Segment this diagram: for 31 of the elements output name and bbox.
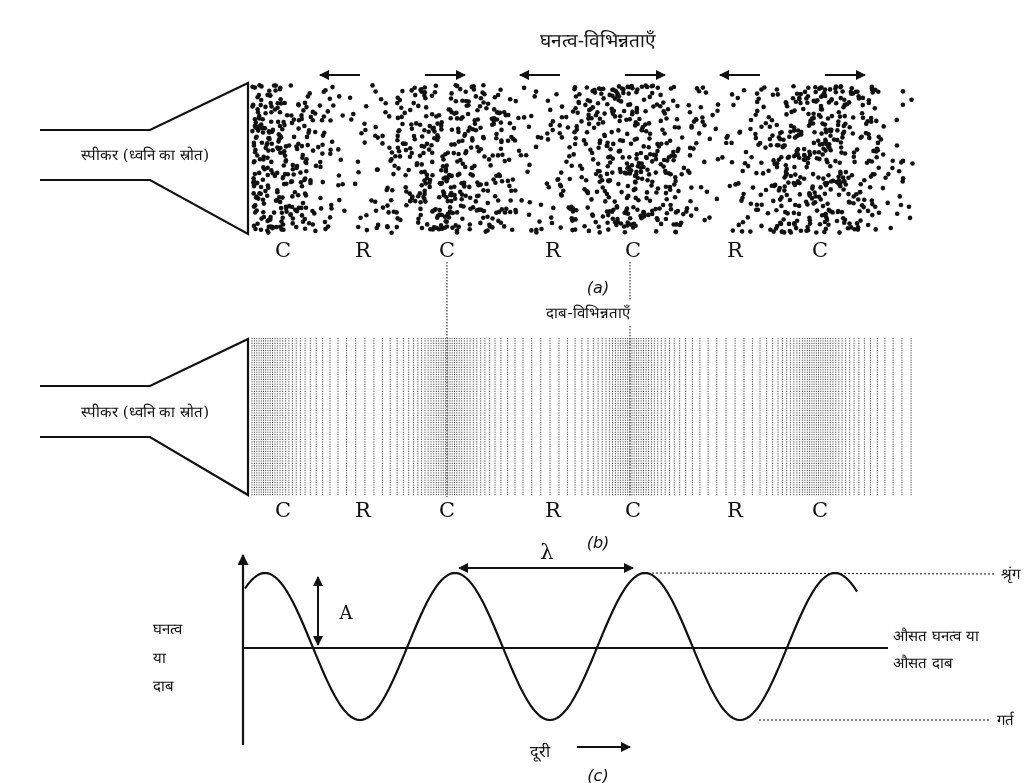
heading: घनत्व-विभिन्नताएँ [539, 28, 657, 52]
heading: दाब-विभिन्नताएँ [546, 304, 630, 322]
speaker-label: स्पीकर (ध्वनि का स्रोत) [80, 145, 210, 166]
region-letter: C [624, 238, 642, 264]
region-letter: R [727, 238, 743, 264]
region-letter: R [355, 238, 371, 264]
wave-curve [244, 571, 858, 722]
leader-line [649, 572, 995, 575]
panel-caption: (a) [586, 278, 610, 298]
region-letter: C [624, 498, 642, 524]
speaker-label: स्पीकर (ध्वनि का स्रोत) [80, 401, 210, 423]
region-letter: R [355, 498, 371, 524]
axis-label: घनत्व या दाब [153, 619, 184, 698]
region-letter: C [811, 498, 829, 524]
panel-caption: (c) [587, 766, 609, 783]
trough-label: गर्त [996, 711, 1014, 729]
amplitude-label: A [339, 602, 353, 624]
region-letter: R [545, 238, 561, 264]
region-letter: C [811, 238, 829, 264]
leader-line [756, 719, 990, 721]
region-letter: C [274, 238, 292, 264]
region-letter: C [274, 498, 292, 524]
axis-label: औसत घनत्व या औसत दाब [893, 626, 980, 674]
region-letter: R [545, 498, 561, 524]
axis-label: दूरी [530, 742, 550, 762]
region-letter: C [438, 498, 456, 524]
region-letter: R [727, 498, 743, 524]
crest-label: श्रृंग [1000, 565, 1020, 583]
region-letter: C [438, 238, 456, 264]
wavelength-label: λ [540, 540, 554, 566]
panel-caption: (b) [586, 533, 610, 553]
